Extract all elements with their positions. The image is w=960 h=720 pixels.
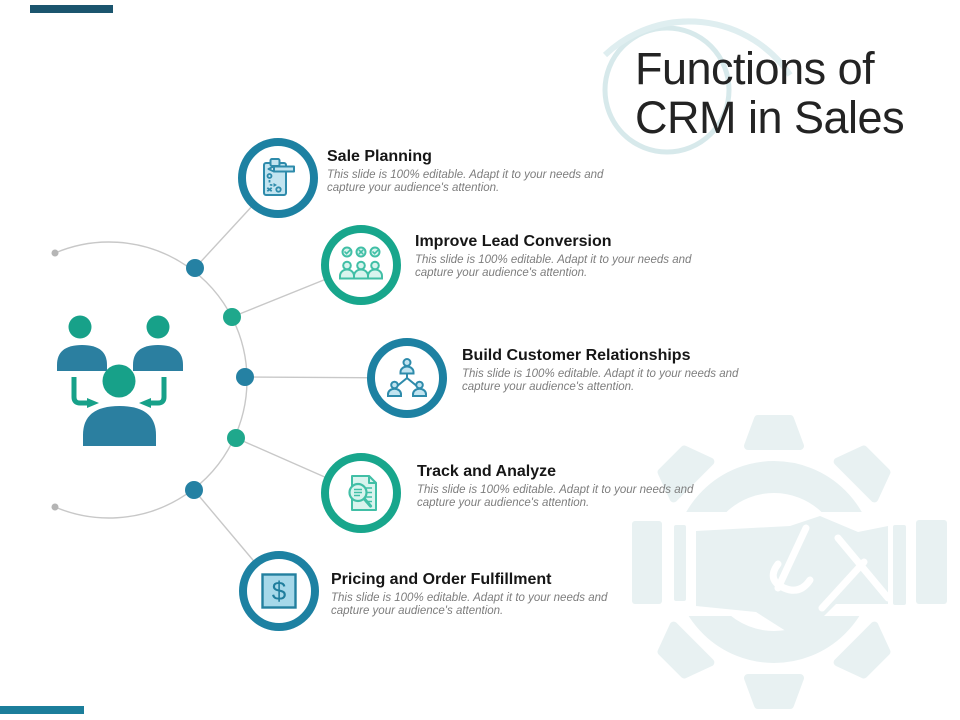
item-build-customer-relationships: Build Customer Relationships This slide … [462,347,772,394]
dollar-glyph: $ [272,576,287,606]
bottom-left-accent-bar [0,706,84,714]
arc-end-dot-top [51,249,59,257]
item-improve-lead-conversion: Improve Lead Conversion This slide is 10… [415,233,725,280]
item-circle-sale-planning [238,138,318,218]
item-track-and-analyze: Track and Analyze This slide is 100% edi… [417,463,727,510]
timeline-arc [51,241,248,519]
timeline-dots [185,259,254,499]
dot-1 [186,259,204,277]
item-description: This slide is 100% editable. Adapt it to… [327,169,604,194]
item-title: Build Customer Relationships [462,347,691,364]
dot-5 [185,481,203,499]
item-title: Sale Planning [327,148,432,165]
customer-group-icon [57,315,183,446]
item-description: This slide is 100% editable. Adapt it to… [415,254,692,279]
title-accent-arcs [602,18,793,155]
page-title: Functions of CRM in Sales [635,44,960,142]
item-pricing-order-fulfillment: Pricing and Order Fulfillment This slide… [331,571,641,618]
title-line-2: CRM in Sales [635,92,905,143]
gear-handshake-watermark-icon [628,415,960,709]
customer-network-icon [387,358,427,397]
document-search-icon [348,475,377,511]
dot-2 [223,308,241,326]
lead-qualification-people-icon [339,246,383,280]
item-title: Pricing and Order Fulfillment [331,571,552,588]
item-description: This slide is 100% editable. Adapt it to… [417,484,694,509]
item-sale-planning: Sale Planning This slide is 100% editabl… [327,148,637,195]
top-left-accent-bar [30,5,113,13]
item-circle-pricing-order-fulfillment: $ [239,551,319,631]
clipboard-strategy-icon [263,158,295,196]
item-title: Track and Analyze [417,463,557,480]
item-description: This slide is 100% editable. Adapt it to… [462,368,739,393]
item-title: Improve Lead Conversion [415,233,612,250]
inward-arrows-icon [71,377,167,406]
dollar-square-icon: $ [261,573,297,609]
title-line-1: Functions of [635,43,875,94]
item-circle-improve-lead-conversion [321,225,401,305]
item-circle-build-customer-relationships [367,338,447,418]
arc-end-dot-bottom [51,503,59,511]
item-description: This slide is 100% editable. Adapt it to… [331,592,608,617]
dot-3 [236,368,254,386]
item-circle-track-and-analyze [321,453,401,533]
dot-4 [227,429,245,447]
